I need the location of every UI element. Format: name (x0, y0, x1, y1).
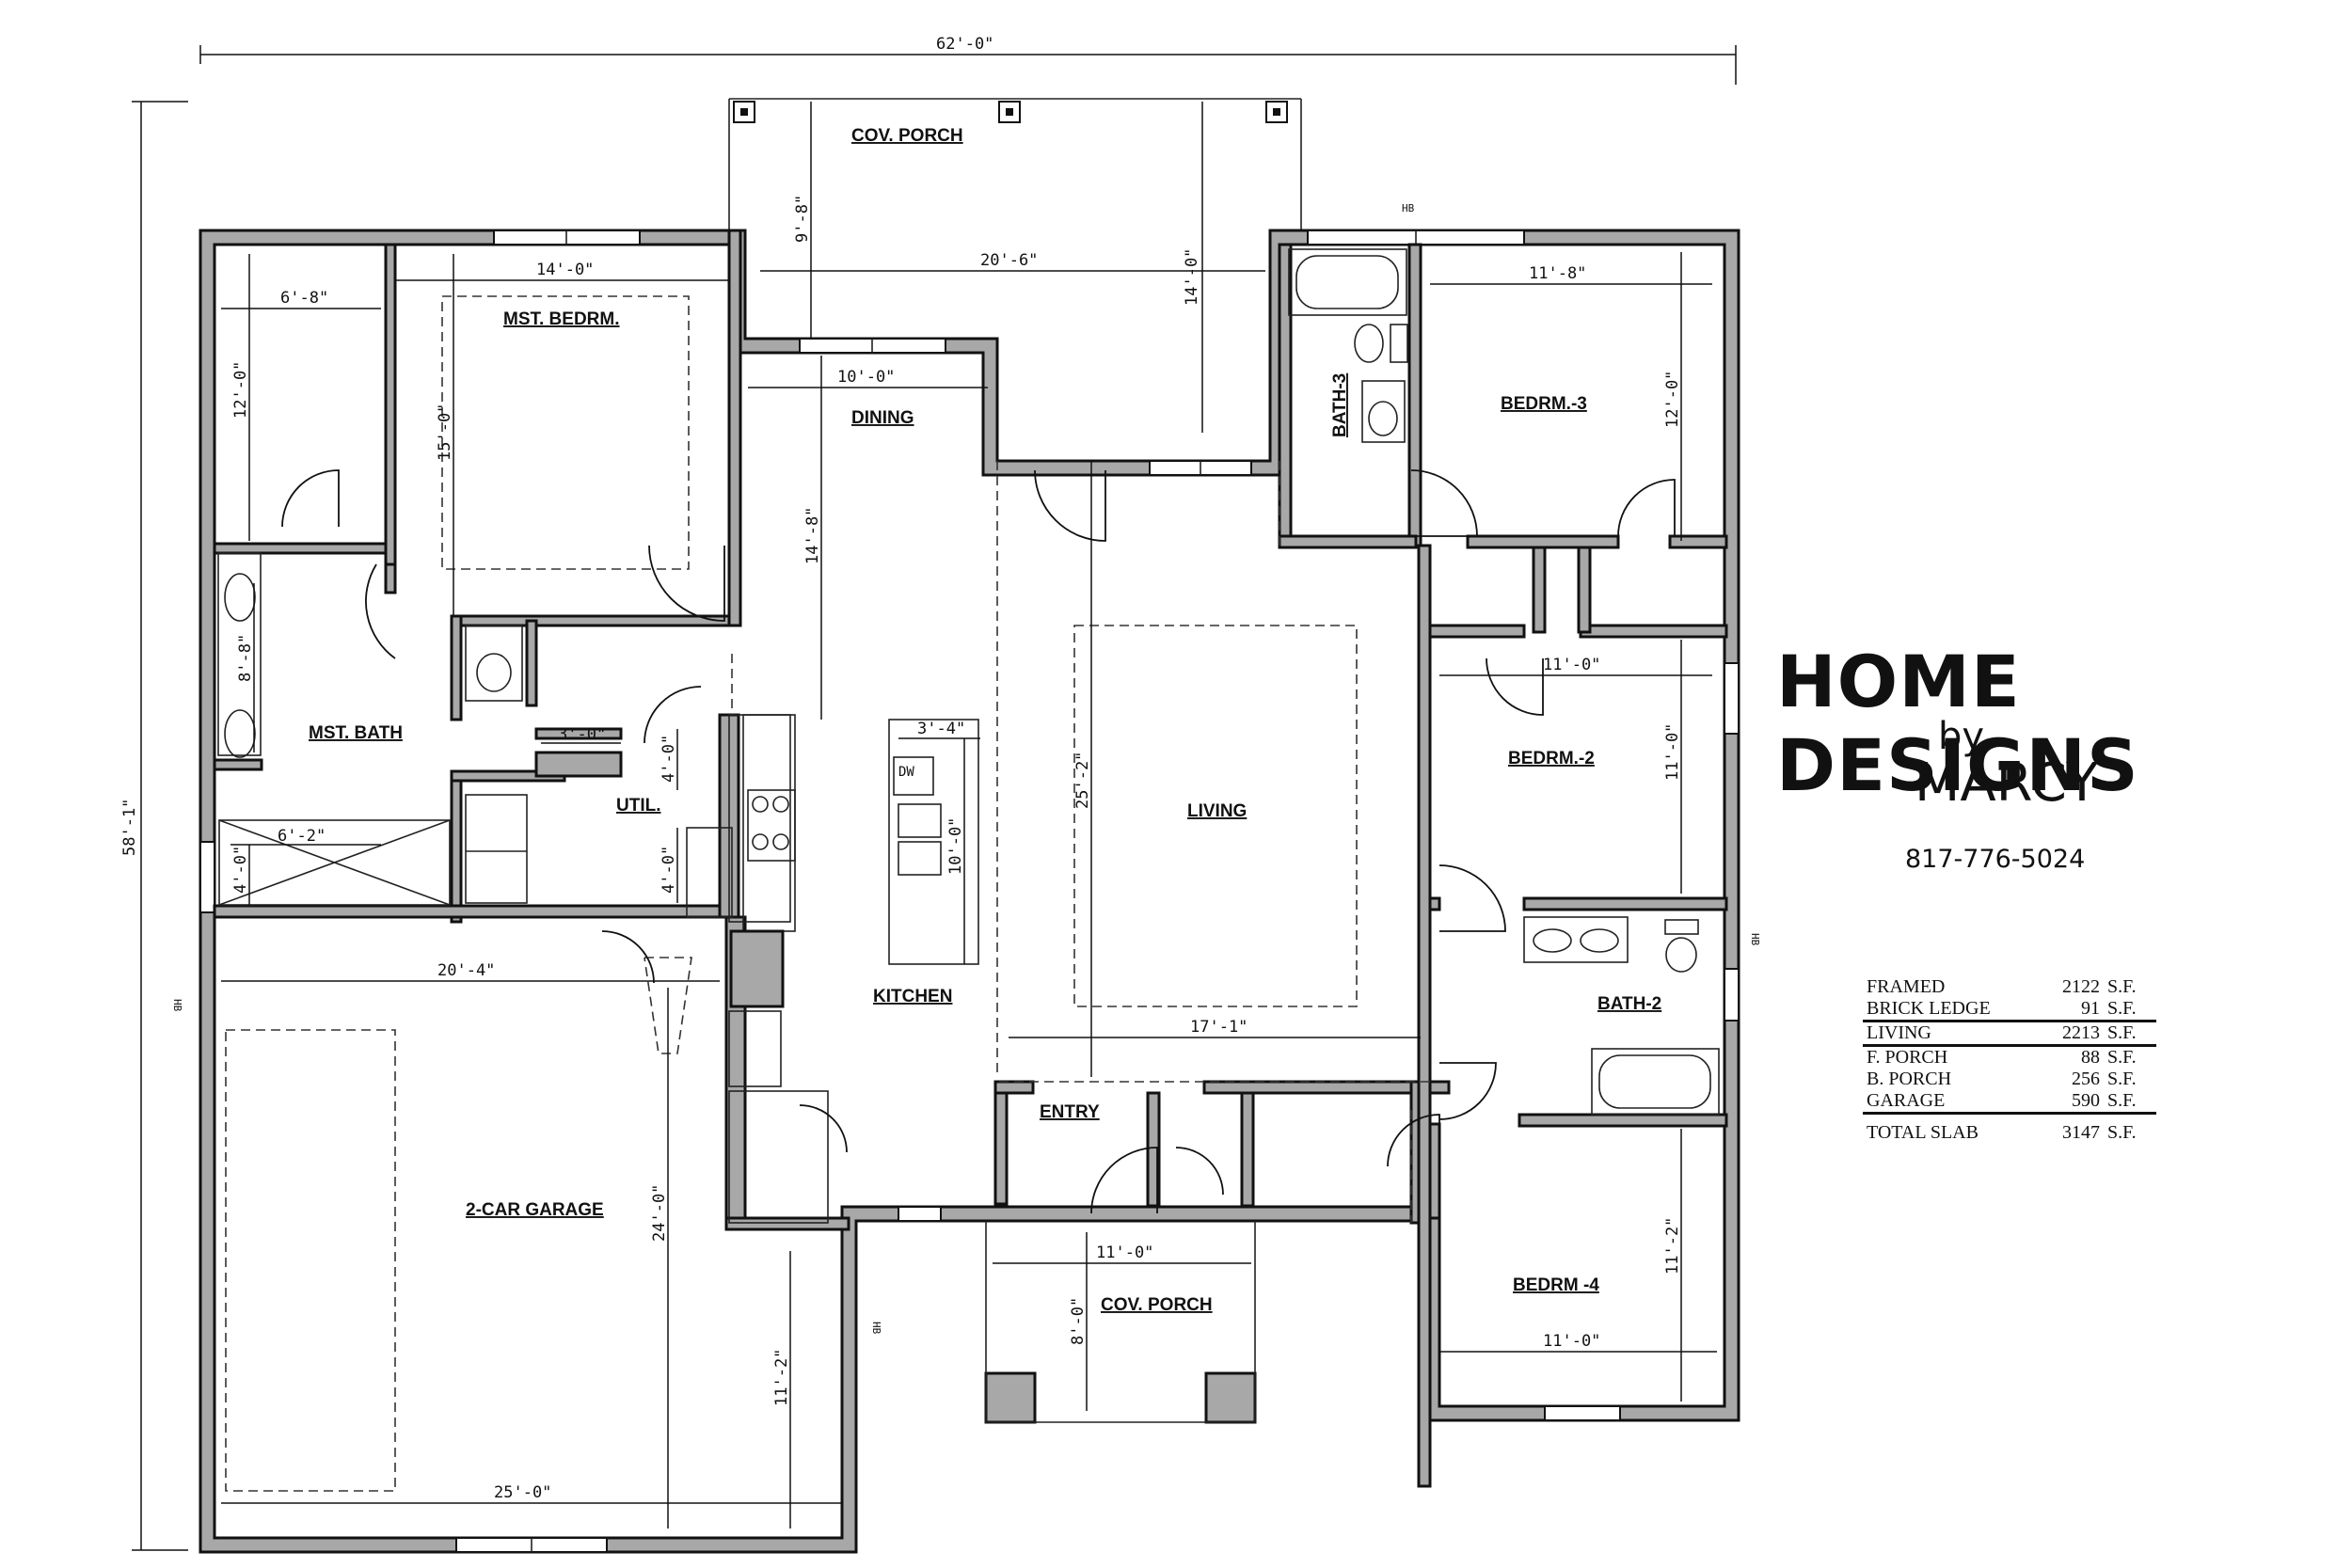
dim-island-length: 10'-0" (946, 817, 965, 875)
label-living: LIVING (1187, 801, 1247, 821)
dim-bed3-width: 11'-8" (1529, 264, 1586, 283)
dim-dining-depth: 14'-8" (803, 507, 822, 564)
brand-phone: 817-776-5024 (1905, 845, 2086, 874)
label-dining: DINING (851, 408, 914, 428)
dim-bed2-depth: 11'-0" (1663, 723, 1682, 781)
dim-shower-depth: 4'-0" (231, 846, 250, 894)
overall-dimension-lines (132, 45, 1737, 1551)
dim-master-depth: 15'-0" (436, 404, 454, 461)
label-bath3: BATH-3 (1330, 373, 1350, 437)
dimension-text: 62'-0" 58'-1" 9'-8" 20'-6" 14'-0" 6'-8" … (120, 35, 1682, 1502)
dim-rear-porch-side: 14'-0" (1183, 248, 1201, 306)
dim-garage-width-bottom: 25'-0" (494, 1483, 551, 1502)
exterior-walls (199, 229, 1740, 1554)
dim-shower-width: 6'-2" (278, 827, 326, 846)
label-bedroom3: BEDRM.-3 (1501, 394, 1587, 414)
room-dimension-lines (221, 252, 1717, 1528)
hose-bib-label-left: HB (171, 999, 183, 1012)
label-entry: ENTRY (1040, 1102, 1100, 1122)
label-bath2: BATH-2 (1597, 994, 1661, 1014)
dim-front-porch-depth: 8'-0" (1069, 1297, 1088, 1345)
hose-bib-label-right: HB (1749, 933, 1761, 946)
dim-dining-width: 10'-0" (837, 368, 895, 387)
dim-util-depth-2: 4'-0" (660, 846, 678, 894)
label-front-porch: COV. PORCH (1101, 1295, 1213, 1315)
label-kitchen: KITCHEN (873, 987, 952, 1006)
dim-bath-vanity: 8'-8" (236, 634, 255, 682)
dim-util-depth: 4'-0" (660, 735, 678, 783)
dim-front-porch-width: 11'-0" (1096, 1243, 1153, 1262)
windows (199, 230, 1740, 1553)
dim-bed3-depth: 12'-0" (1663, 371, 1682, 428)
dashed-outlines (225, 295, 1430, 1492)
dim-rear-porch-width: 20'-6" (980, 251, 1038, 270)
label-bedroom4: BEDRM -4 (1513, 1275, 1599, 1295)
dim-living-depth: 25'-2" (1073, 752, 1092, 809)
brand-title: HOME DESIGNS (1776, 640, 2139, 807)
dishwasher-label: DW (898, 765, 914, 780)
dim-closet-depth: 12'-0" (231, 361, 250, 419)
rear-porch-outline (728, 98, 1302, 433)
interior-walls (213, 229, 1728, 1488)
dim-closet-width: 6'-8" (280, 289, 328, 308)
dim-master-width: 14'-0" (536, 261, 594, 279)
label-utility: UTIL. (616, 796, 661, 816)
dim-living-width: 17'-1" (1190, 1018, 1248, 1037)
dim-bed4-depth: 11'-2" (1663, 1217, 1682, 1275)
label-garage: 2-CAR GARAGE (466, 1200, 604, 1220)
label-master-bath: MST. BATH (309, 723, 403, 743)
fixture-labels: DW HB HB HB HB (171, 202, 1761, 1335)
dim-overall-width: 62'-0" (936, 35, 993, 54)
label-bedroom2: BEDRM.-2 (1508, 749, 1595, 768)
brand-name: MARCY (1915, 752, 2099, 814)
brand-by: by (1938, 715, 1985, 758)
dim-overall-depth: 58'-1" (120, 799, 139, 856)
label-rear-porch: COV. PORCH (851, 126, 963, 146)
dim-bed4-width: 11'-0" (1543, 1332, 1600, 1351)
dim-garage-side: 11'-2" (772, 1349, 791, 1406)
hose-bib-label-rear: HB (1402, 202, 1415, 214)
dim-bed2-width: 11'-0" (1543, 656, 1600, 674)
dim-garage-depth: 24'-0" (650, 1184, 669, 1242)
dim-util-closet: 3'-0" (558, 725, 606, 744)
kitchen-counters (728, 461, 998, 1224)
room-labels: COV. PORCH MST. BEDRM. DINING BATH-3 BED… (309, 126, 1661, 1315)
bath-fixtures (217, 248, 1720, 1116)
hose-bib-label-garage: HB (870, 1322, 882, 1335)
door-swings (281, 469, 1676, 1214)
label-master-bedroom: MST. BEDRM. (503, 309, 620, 329)
dim-garage-width-top: 20'-4" (437, 961, 495, 980)
dim-rear-porch-depth: 9'-8" (793, 195, 812, 243)
dim-island-width: 3'-4" (917, 720, 965, 738)
